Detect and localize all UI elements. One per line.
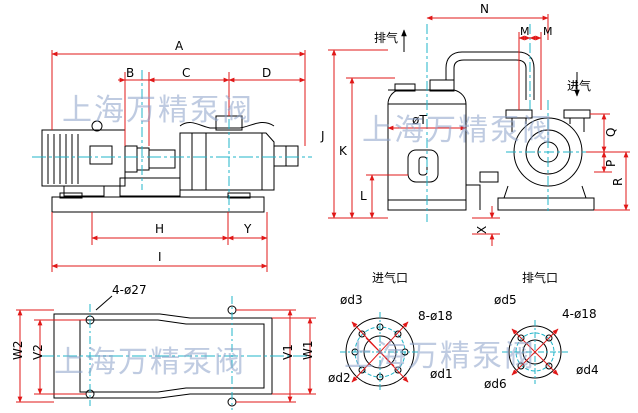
pump-intake-flange: [563, 109, 591, 119]
dim-A: A: [175, 39, 184, 53]
terminal-box: [89, 145, 113, 165]
dim-K: K: [339, 144, 348, 158]
watermark-1: 上海万精泵阀: [62, 93, 254, 128]
dim-inlet-d2: ød2: [328, 371, 351, 385]
dim-phiT: øT: [412, 113, 427, 127]
label-exhaust: 排气: [374, 30, 398, 45]
dim-Y: Y: [243, 222, 252, 236]
coupling: [124, 145, 138, 173]
watermark-3: 上海万精泵阀: [54, 345, 246, 380]
dim-R: R: [611, 178, 625, 186]
lifting-eye: [91, 120, 103, 132]
dim-C: C: [182, 66, 190, 80]
dim-M2: M: [543, 25, 553, 38]
dim-outlet-d6: ød6: [484, 377, 507, 391]
label-outlet-port: 排气口: [522, 270, 558, 285]
dim-outlet-d4: ød4: [576, 363, 599, 377]
base-frame: [51, 196, 265, 213]
pump-base: [497, 197, 595, 211]
dim-base-holes: 4-ø27: [112, 283, 147, 297]
dim-X: X: [475, 226, 489, 234]
watermark-4: 上海万精泵阀: [344, 339, 536, 374]
sight-glass: [407, 149, 439, 183]
outlet-flange-view: 排气口 ød5 4-ø18 ød6 ød4: [484, 270, 599, 391]
dim-B: B: [126, 66, 134, 80]
dim-N: N: [480, 2, 489, 16]
watermark-2: 上海万精泵阀: [362, 113, 554, 148]
dim-inlet-d3: ød3: [340, 293, 363, 307]
dim-L: L: [360, 189, 367, 203]
dim-W2: W2: [11, 341, 25, 361]
exhaust-pipe: [445, 51, 535, 100]
dim-outlet-holes: 4-ø18: [562, 307, 597, 321]
side-view: 排气 进气 N M M J K L øT Q P: [320, 2, 630, 246]
label-inlet-port: 进气口: [372, 270, 408, 285]
dim-P: P: [604, 160, 618, 167]
base-plan-view: 4-ø27 W2 V2 V1 W1: [11, 283, 316, 410]
dim-outlet-d5: ød5: [494, 293, 517, 307]
dim-H: H: [155, 222, 164, 236]
dim-M1: M: [520, 25, 530, 38]
inlet-flange-view: 进气口 ød3 8-ø18 ød2 ød1: [328, 270, 453, 392]
dim-V2: V2: [31, 344, 45, 360]
dim-inlet-d1: ød1: [430, 367, 453, 381]
pump-body: [179, 132, 275, 191]
dim-D: D: [262, 66, 271, 80]
dim-Q: Q: [604, 128, 618, 137]
dim-V1: V1: [281, 344, 295, 360]
dim-J: J: [320, 129, 325, 143]
front-view: A B C D H Y I: [32, 39, 312, 272]
dim-W1: W1: [301, 341, 315, 361]
label-intake: 进气: [567, 78, 591, 93]
dim-I: I: [158, 250, 162, 264]
dim-inlet-holes: 8-ø18: [418, 309, 453, 323]
